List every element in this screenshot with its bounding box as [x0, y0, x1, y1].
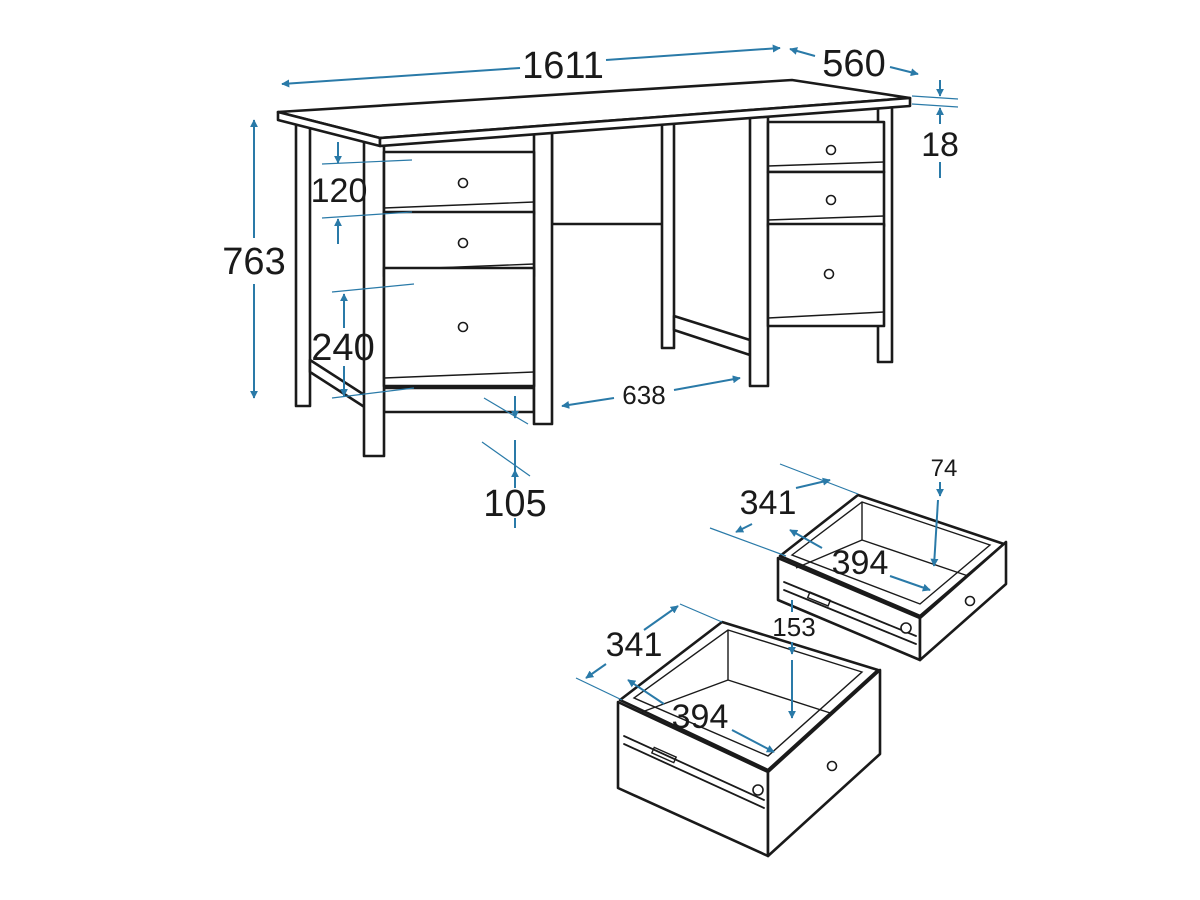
dim-knee-space-line-right	[673, 375, 741, 391]
right-pedestal	[748, 108, 886, 388]
left-drawer-3[interactable]	[382, 266, 536, 388]
left-drawer-3-knob[interactable]	[457, 321, 469, 333]
dim-desk-width-label: 1611	[522, 45, 604, 87]
modesty-panel	[550, 118, 668, 226]
large-drawer-inside	[618, 620, 880, 772]
dim-large-drawer-width-arrow-right	[643, 605, 679, 631]
dim-desk-depth-label: 560	[822, 43, 885, 85]
dim-large-drawer-depth-label: 394	[672, 698, 729, 736]
left-back-leg	[294, 122, 312, 408]
large-drawer-front	[766, 668, 882, 858]
dim-knee-space-label: 638	[622, 380, 665, 410]
back-left-inner-leg	[660, 112, 676, 350]
dim-knee-space-line-left	[561, 397, 615, 409]
right-drawer-3[interactable]	[766, 222, 886, 328]
right-drawer-2[interactable]	[766, 170, 886, 228]
left-pedestal	[294, 122, 554, 458]
dim-small-drawer-depth-arrow-left	[789, 529, 823, 549]
desk-top	[276, 78, 912, 148]
desk-dimensions: 1611 560 18 763 120 240 638	[222, 43, 959, 528]
dim-small-drawer-height-arrow-bottom	[930, 499, 939, 567]
dim-pedestal-offset-label: 105	[483, 483, 546, 525]
dim-desk-width-line-right	[605, 44, 781, 61]
left-bottom-rail	[382, 386, 536, 414]
right-inner-leg	[748, 108, 770, 388]
dim-desk-depth-arrow-right	[889, 66, 919, 77]
dim-large-drawer-height-label: 240	[311, 327, 374, 369]
right-drawer-1-knob[interactable]	[825, 144, 837, 156]
dim-desk-width-line-left	[281, 67, 521, 88]
dim-small-drawer-depth-arrow-right	[889, 575, 931, 592]
dim-small-drawer-depth-label: 394	[832, 544, 889, 582]
dim-top-thickness-label: 18	[921, 126, 959, 164]
right-drawer-1[interactable]	[766, 120, 886, 174]
dim-small-drawer-width-label: 341	[740, 484, 797, 522]
dim-large-drawer-depth-arrow-right	[731, 729, 775, 753]
desk-top-side-edge	[378, 96, 912, 148]
desk	[276, 78, 912, 458]
dim-small-drawer-width-arrow-right	[795, 477, 831, 489]
left-drawer-1[interactable]	[382, 150, 536, 216]
dim-large-drawer-depth-arrow-left	[627, 679, 665, 705]
small-drawer-detail: 341 394 74	[709, 455, 1008, 662]
left-drawer-1-knob[interactable]	[457, 177, 469, 189]
small-drawer-front	[918, 540, 1008, 662]
large-drawer-detail: 341 394 153	[575, 600, 882, 858]
dim-large-drawer-width-arrow-left	[585, 663, 607, 679]
dim-desk-depth-arrow-left	[789, 47, 816, 57]
small-drawer-knob	[964, 595, 976, 607]
left-inner-leg	[532, 126, 554, 426]
dim-small-drawer-height-label: 120	[311, 172, 368, 210]
dim-desk-height-label: 763	[222, 241, 285, 283]
dim-small-drawer-side-height-label: 74	[931, 455, 958, 482]
right-drawer-3-knob[interactable]	[823, 268, 835, 280]
dim-large-drawer-width-label: 341	[606, 626, 663, 664]
right-drawer-2-knob[interactable]	[825, 194, 837, 206]
right-pedestal-side	[672, 314, 752, 357]
left-drawer-2-knob[interactable]	[457, 237, 469, 249]
left-drawer-2[interactable]	[382, 210, 536, 278]
large-drawer-knob	[826, 760, 838, 772]
dim-small-drawer-width-arrow-left	[735, 523, 753, 533]
dim-large-drawer-side-height-label: 153	[772, 612, 815, 642]
